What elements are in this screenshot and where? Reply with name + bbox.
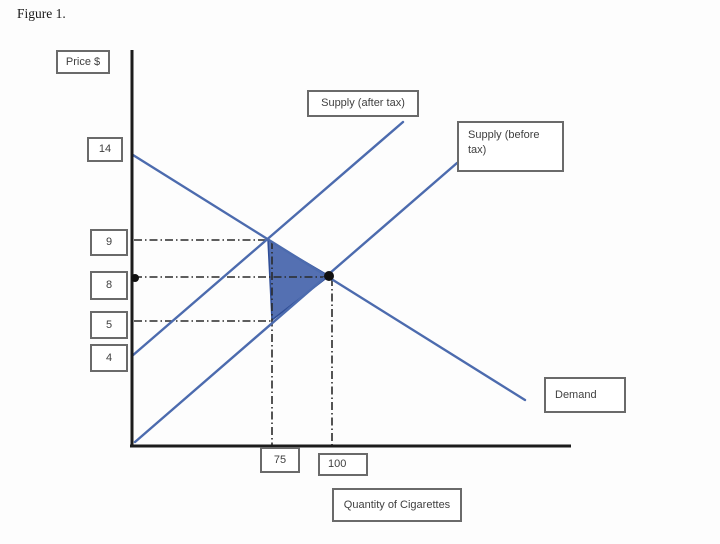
y-tick-5-box: 5 (90, 311, 128, 339)
y-tick-4-box: 4 (90, 344, 128, 372)
x-tick-100-box: 100 (318, 453, 368, 476)
figure-caption: Figure 1. (17, 6, 66, 21)
y-axis-title-box: Price $ (56, 50, 110, 74)
x-tick-75-box: 75 (260, 447, 300, 473)
y-tick-14-box: 14 (87, 137, 123, 162)
x-axis-title-box: Quantity of Cigarettes (332, 488, 462, 522)
supply-before-tax-curve (133, 161, 459, 444)
equilibrium-point-dot (324, 271, 334, 281)
y-tick-8-box: 8 (90, 271, 128, 300)
y-tick-9-box: 9 (90, 229, 128, 256)
supply-before-tax-label-box: Supply (before tax) (457, 121, 564, 172)
supply-after-tax-label-box: Supply (after tax) (307, 90, 419, 117)
deadweight-loss-triangle (267, 238, 331, 322)
price-8-axis-dot (131, 274, 139, 282)
demand-label-box: Demand (544, 377, 626, 413)
supply-after-tax-curve (130, 120, 405, 358)
